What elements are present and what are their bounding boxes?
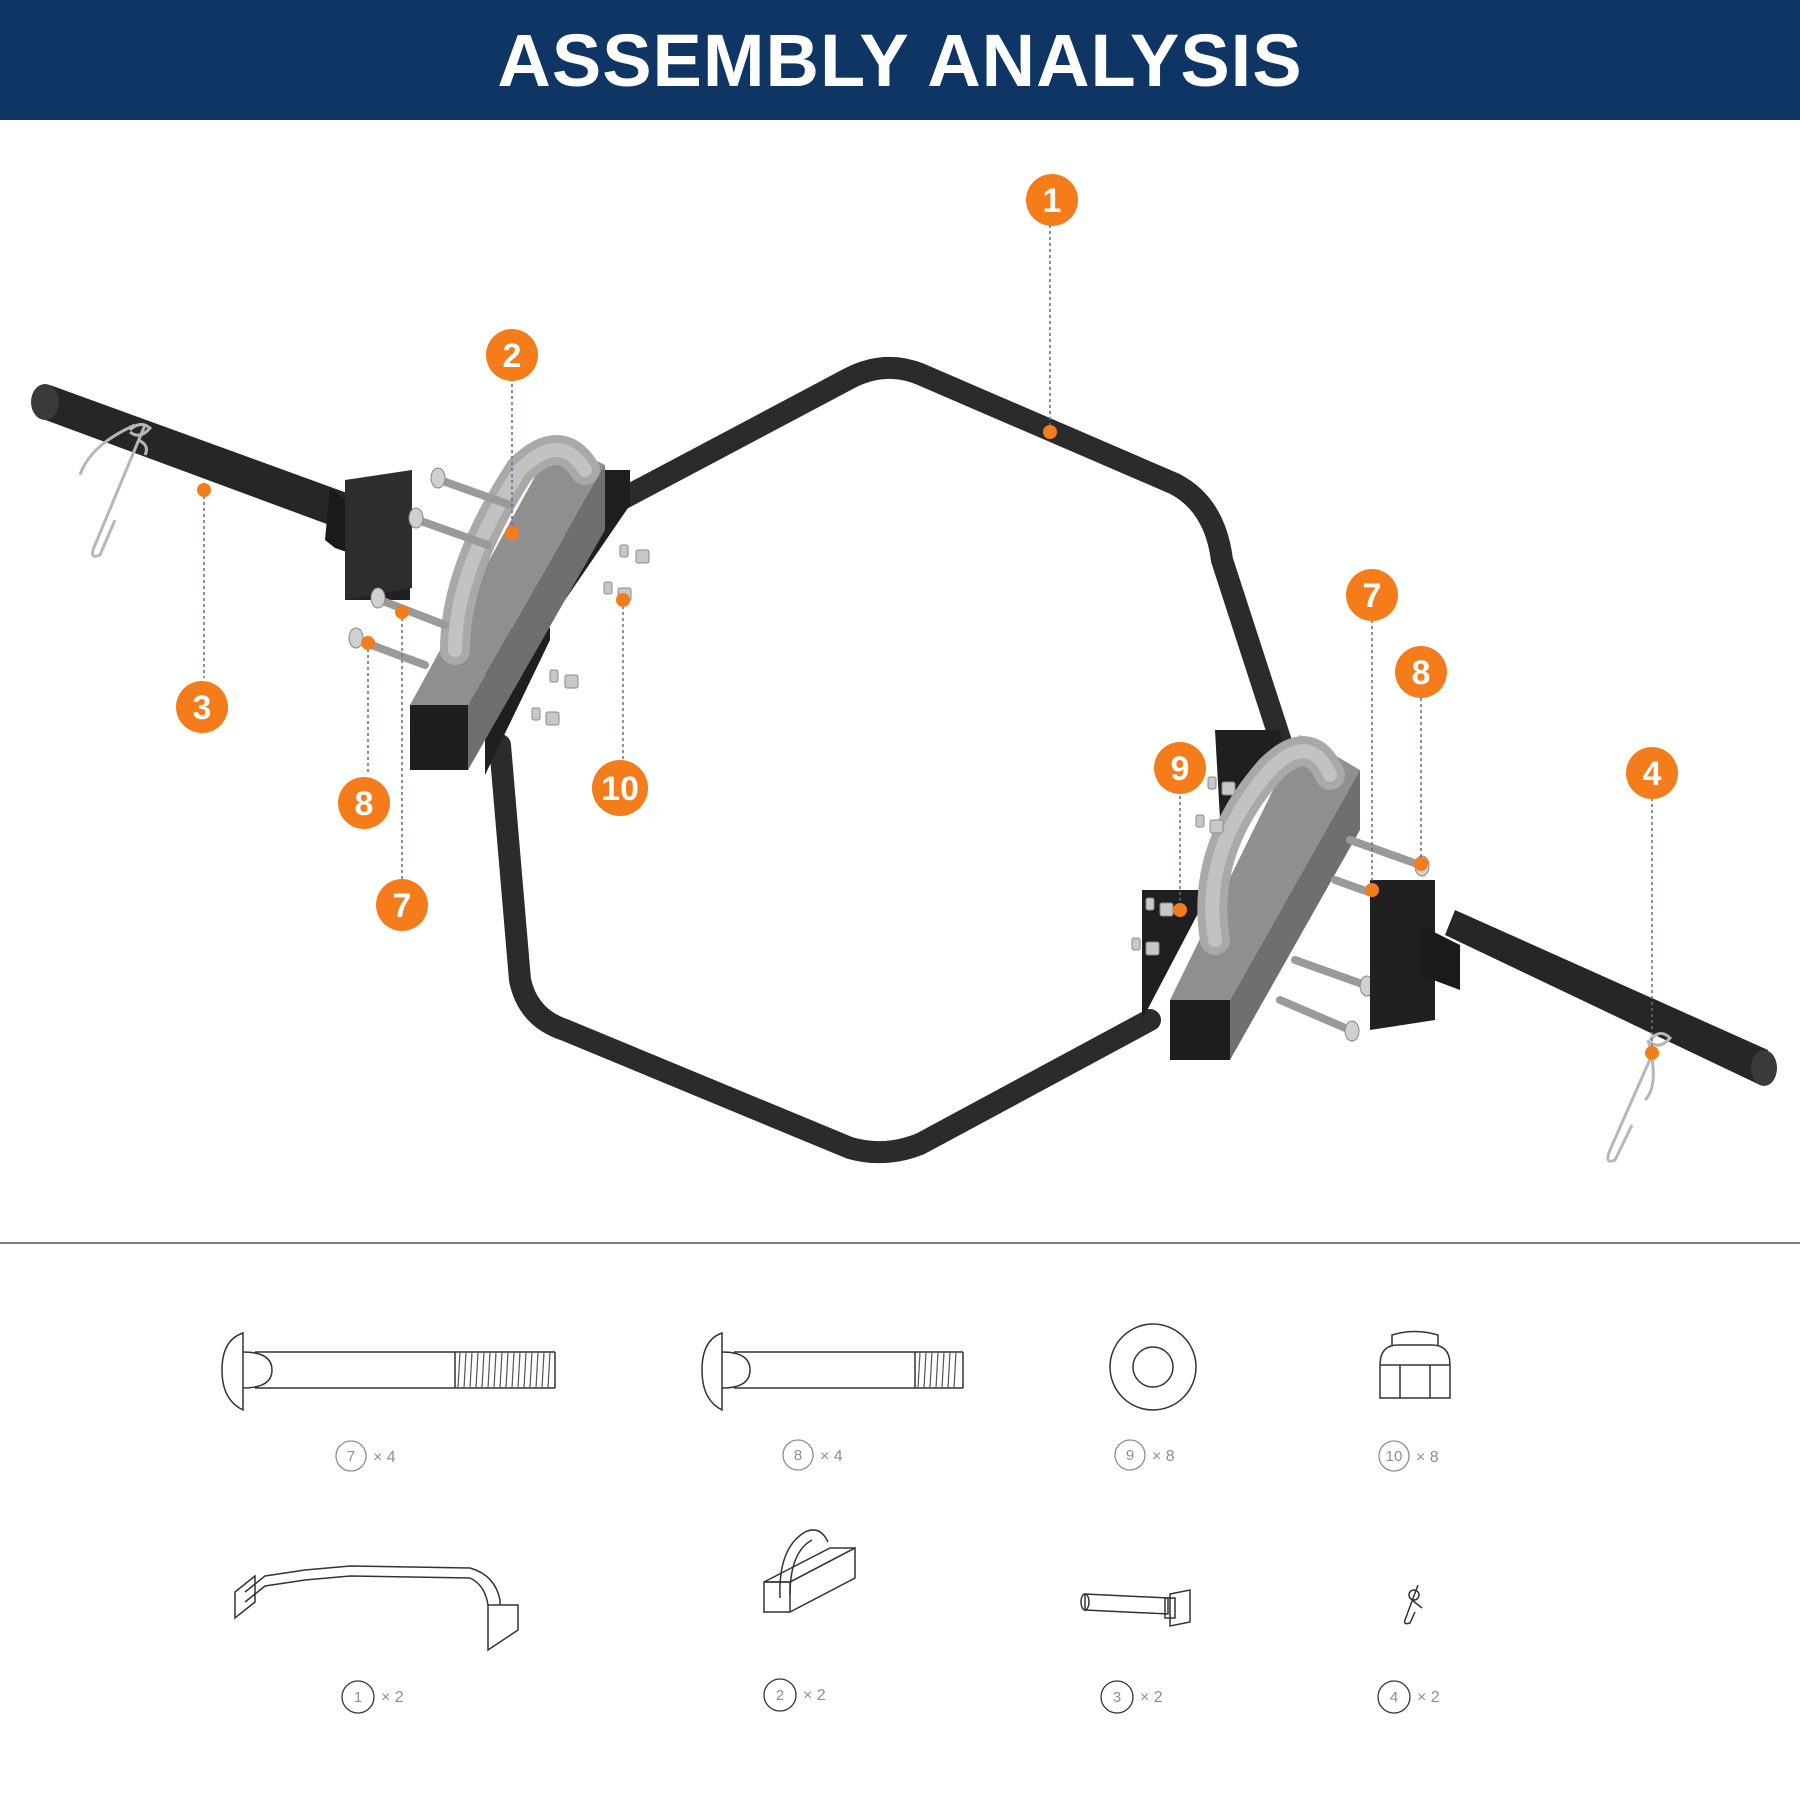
callout-1: 1	[1026, 174, 1078, 226]
callout-10-label: 10	[601, 770, 639, 808]
qty-label-2: 2 × 2	[763, 1678, 826, 1712]
callout-3: 3	[176, 681, 228, 733]
page-title: ASSEMBLY ANALYSIS	[497, 18, 1303, 102]
right-nuts	[1131, 776, 1236, 956]
washer-icon	[1109, 1323, 1197, 1411]
left-spring-clip	[78, 423, 153, 558]
qty-10-count: × 8	[1416, 1449, 1439, 1466]
qty-label-10: 10 × 8	[1378, 1440, 1439, 1472]
hex-frame	[489, 356, 1293, 1164]
qty-1-number: 1	[354, 1689, 362, 1706]
callout-2: 2	[486, 329, 538, 381]
short-bolt-thread	[917, 1351, 957, 1389]
qty-2-number: 2	[776, 1687, 784, 1704]
qty-label-4: 4 × 2	[1377, 1680, 1440, 1714]
callout-7-left: 7	[376, 879, 428, 931]
qty-label-9: 9 × 8	[1114, 1439, 1175, 1471]
right-spring-clip	[1606, 1032, 1673, 1163]
callout-4-label: 4	[1643, 755, 1662, 793]
qty-4-count: × 2	[1417, 1689, 1440, 1706]
callout-7-right: 7	[1346, 569, 1398, 621]
handle-icon	[763, 1529, 856, 1613]
long-bolt-thread	[457, 1351, 551, 1389]
callout-4: 4	[1626, 747, 1678, 799]
right-handle	[1170, 735, 1360, 1060]
title-banner: ASSEMBLY ANALYSIS	[0, 0, 1800, 120]
qty-9-count: × 8	[1152, 1448, 1175, 1465]
qty-3-count: × 2	[1140, 1689, 1163, 1706]
short-bolt-icon	[701, 1331, 964, 1412]
left-bolt-heads	[348, 467, 446, 649]
qty-1-count: × 2	[381, 1689, 404, 1706]
callout-3-label: 3	[193, 689, 212, 727]
sleeve-icon	[1080, 1589, 1191, 1627]
qty-7-number: 7	[347, 1448, 355, 1465]
callout-9-label: 9	[1171, 750, 1190, 788]
callout-8-right: 8	[1395, 646, 1447, 698]
qty-label-7: 7 × 4	[335, 1440, 396, 1472]
qty-label-3: 3 × 2	[1100, 1680, 1163, 1714]
qty-4-number: 4	[1390, 1689, 1398, 1706]
qty-9-number: 9	[1126, 1447, 1134, 1464]
callout-8-left: 8	[338, 777, 390, 829]
callout-10: 10	[592, 760, 648, 816]
qty-label-1: 1 × 2	[341, 1680, 404, 1714]
callout-7-left-label: 7	[393, 887, 412, 925]
nut-icon	[1379, 1330, 1451, 1399]
qty-3-number: 3	[1113, 1689, 1121, 1706]
leader-lines	[203, 225, 1653, 1053]
long-bolt-icon	[221, 1331, 556, 1412]
left-handle	[410, 435, 605, 770]
left-sleeve	[31, 384, 412, 600]
qty-8-count: × 4	[820, 1448, 843, 1465]
callout-7-right-label: 7	[1363, 577, 1382, 615]
qty-2-count: × 2	[803, 1687, 826, 1704]
frame-plates	[485, 470, 1285, 1020]
callout-2-label: 2	[503, 337, 522, 375]
callout-8-left-label: 8	[355, 785, 374, 823]
qty-8-number: 8	[794, 1447, 802, 1464]
callout-8-right-label: 8	[1412, 654, 1431, 692]
spring-clip-icon	[1403, 1584, 1423, 1625]
right-sleeve	[1370, 880, 1777, 1086]
callout-1-label: 1	[1043, 182, 1062, 220]
anchor-dots	[197, 425, 1659, 1060]
callout-9: 9	[1154, 742, 1206, 794]
frame-bar-icon	[234, 1565, 519, 1652]
qty-10-number: 10	[1386, 1448, 1403, 1465]
qty-7-count: × 4	[373, 1449, 396, 1466]
qty-label-8: 8 × 4	[782, 1439, 843, 1471]
